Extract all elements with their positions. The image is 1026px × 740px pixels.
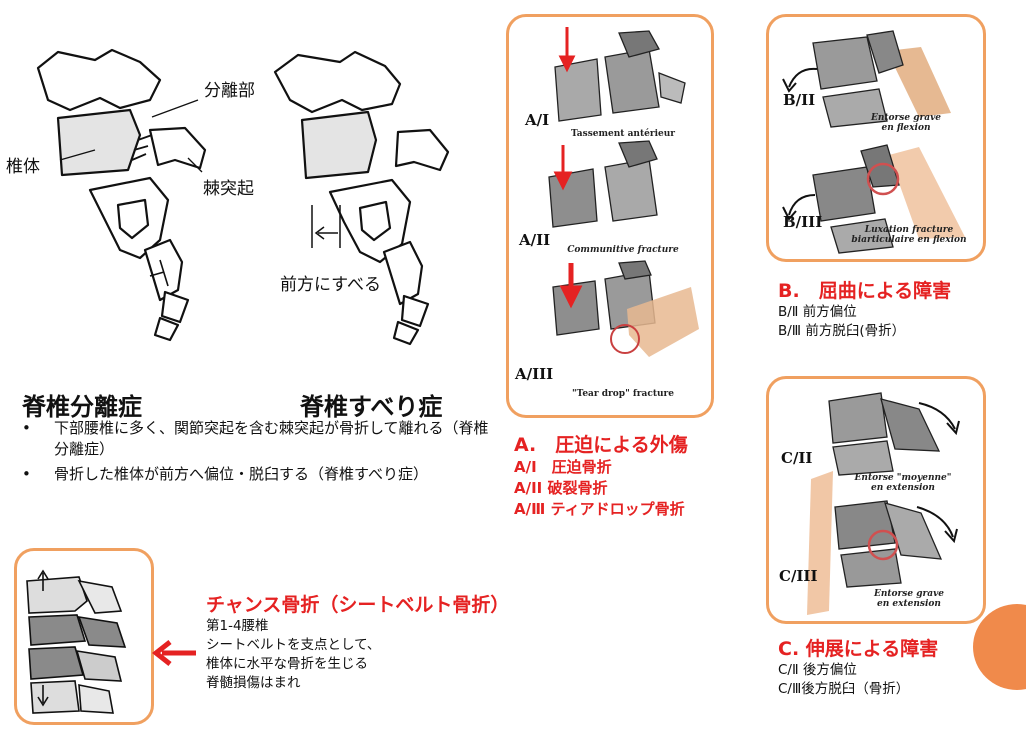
panel-c-list: C/Ⅱ 後方偏位 C/Ⅲ後方脱臼（骨折） <box>778 661 909 699</box>
bullet-dot-icon: • <box>22 465 31 483</box>
label-vertebral-body: 椎体 <box>6 157 40 177</box>
panel-b-label: B/II <box>783 91 816 109</box>
label-anterior-slip: 前方にすべる <box>280 275 381 295</box>
spine-diagram-spondylolysis <box>36 48 207 342</box>
bullet-dot-icon: • <box>22 419 31 437</box>
panel-b-caption-line: Entorse grave <box>870 113 942 123</box>
decorative-circle <box>973 604 1026 690</box>
chance-line: 椎体に水平な骨折を生じる <box>206 656 368 672</box>
chance-fracture-image <box>14 548 154 725</box>
panel-c-caption-line: en extension <box>877 599 941 609</box>
chance-fracture-details: 第1-4腰椎 シートベルトを支点として、 椎体に水平な骨折を生じる 脊髄損傷はま… <box>206 617 380 693</box>
panel-b-label: B/III <box>783 213 823 231</box>
panel-a-caption: "Tear drop" fracture <box>571 389 675 399</box>
heading-spondylolisthesis: 脊椎すべり症 <box>300 393 443 421</box>
panel-a-label: A/III <box>515 365 554 383</box>
bullet-item: • 下部腰椎に多く、関節突起を含む棘突起が骨折して離れる（脊椎分離症） <box>22 418 497 460</box>
panel-c-caption: Entorse "moyenne" en extension <box>833 473 973 493</box>
panel-a-image: A/I Tassement antérieur A/II Communitive… <box>506 14 714 418</box>
bullet-text: 骨折した椎体が前方へ偏位・脱臼する（脊椎すべり症） <box>54 465 428 483</box>
panel-c-label: C/III <box>779 567 818 585</box>
panel-c-caption-line: en extension <box>871 483 935 493</box>
chance-line: 脊髄損傷はまれ <box>206 675 301 691</box>
label-spinous-process: 棘突起 <box>203 179 254 199</box>
panel-a-caption: Tassement antérieur <box>570 129 676 139</box>
panel-b-title: B. 屈曲による障害 <box>778 280 952 302</box>
panel-a-caption: Communitive fracture <box>567 245 679 255</box>
panel-c-caption: Entorse grave en extension <box>841 589 977 609</box>
panel-c-image: C/II Entorse "moyenne" en extension C/II… <box>766 376 986 624</box>
panel-c-caption-line: Entorse "moyenne" <box>854 473 952 483</box>
panel-a-line: A/Ⅲ ティアドロップ骨折 <box>514 500 685 518</box>
panel-c-title: C. 伸展による障害 <box>778 638 939 660</box>
bullet-text: 下部腰椎に多く、関節突起を含む棘突起が骨折して離れる（脊椎分離症） <box>54 419 489 458</box>
spine-diagram-spondylolisthesis <box>273 50 450 346</box>
panel-a-line: A/II 破裂骨折 <box>514 479 608 497</box>
bullet-item: • 骨折した椎体が前方へ偏位・脱臼する（脊椎すべり症） <box>22 464 497 485</box>
panel-b-list: B/Ⅱ 前方偏位 B/Ⅲ 前方脱臼(骨折） <box>778 303 905 341</box>
chance-line: シートベルトを支点として、 <box>206 637 381 653</box>
spine-drawings <box>36 48 450 346</box>
label-separation: 分離部 <box>204 81 255 101</box>
panel-b-line: B/Ⅱ 前方偏位 <box>778 304 857 320</box>
heading-spondylolysis: 脊椎分離症 <box>22 393 142 421</box>
orange-circle-icon <box>973 604 1026 690</box>
panel-b-caption-line: Luxation fracture <box>864 225 954 235</box>
panel-b-image: B/II Entorse grave en flexion B/III Luxa… <box>766 14 986 262</box>
panel-a-label: A/II <box>519 231 551 249</box>
panel-a-list: A/I 圧迫骨折 A/II 破裂骨折 A/Ⅲ ティアドロップ骨折 <box>514 457 685 520</box>
panel-a-title: A. 圧迫による外傷 <box>514 434 688 456</box>
panel-b-line: B/Ⅲ 前方脱臼(骨折） <box>778 323 906 339</box>
panel-c-caption-line: Entorse grave <box>873 589 945 599</box>
panel-b-caption: Luxation fracture biarticulaire en flexi… <box>841 225 977 245</box>
panel-c-line: C/Ⅲ後方脱臼（骨折） <box>778 681 910 697</box>
chance-line: 第1-4腰椎 <box>206 618 269 634</box>
panel-c-line: C/Ⅱ 後方偏位 <box>778 662 857 678</box>
panel-b-caption-line: biarticulaire en flexion <box>851 235 967 245</box>
chance-fracture-title: チャンス骨折（シートベルト骨折） <box>206 594 510 616</box>
panel-b-caption-line: en flexion <box>881 123 931 133</box>
red-arrow-icon <box>151 640 196 666</box>
panel-c-label: C/II <box>781 449 813 467</box>
panel-a-line: A/I 圧迫骨折 <box>514 458 612 476</box>
panel-a-label: A/I <box>525 111 550 129</box>
panel-b-caption: Entorse grave en flexion <box>841 113 971 133</box>
